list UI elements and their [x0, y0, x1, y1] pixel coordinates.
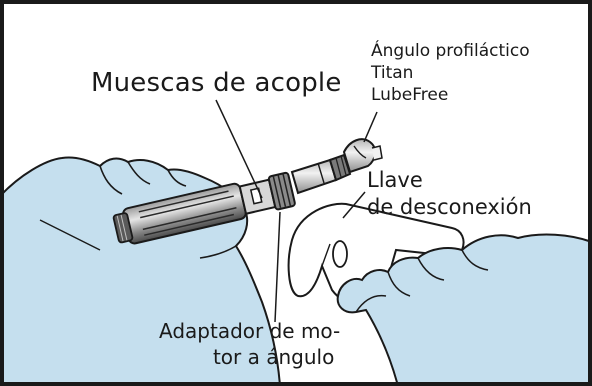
- finger-line: [127, 161, 151, 185]
- thumb-line: [199, 245, 237, 259]
- label-prophy-angle-line2: Titan: [371, 63, 414, 83]
- glove-crease: [39, 219, 101, 251]
- finger-line: [461, 249, 489, 271]
- label-disconnect-key-line2: de desconexión: [367, 195, 532, 219]
- thumb-line: [355, 294, 387, 313]
- label-coupling-notches: Muescas de acople: [91, 68, 342, 98]
- leader-motor-adapter: [274, 211, 281, 323]
- label-prophy-angle-line1: Ángulo profiláctico: [371, 41, 530, 61]
- finger-line: [417, 257, 445, 281]
- leader-coupling-notches: [215, 99, 263, 199]
- finger-line: [167, 169, 187, 187]
- label-motor-adapter-line1: Adaptador de mo-: [159, 319, 341, 343]
- label-motor-adapter: Adaptador de mo- tor a ángulo: [159, 318, 340, 370]
- finger-line: [387, 271, 411, 297]
- right-glove: [336, 233, 592, 386]
- leader-prophy-angle: [363, 111, 378, 143]
- prophy-angle: [290, 138, 383, 195]
- label-prophy-angle: Ángulo profiláctico Titan LubeFree: [371, 40, 530, 106]
- label-prophy-angle-line3: LubeFree: [371, 85, 449, 105]
- finger-line: [99, 165, 123, 195]
- leader-disconnect-key: [342, 191, 366, 219]
- label-disconnect-key-line1: Llave: [367, 168, 423, 192]
- label-disconnect-key: Llave de desconexión: [367, 167, 532, 221]
- label-motor-adapter-line2: tor a ángulo: [212, 345, 335, 369]
